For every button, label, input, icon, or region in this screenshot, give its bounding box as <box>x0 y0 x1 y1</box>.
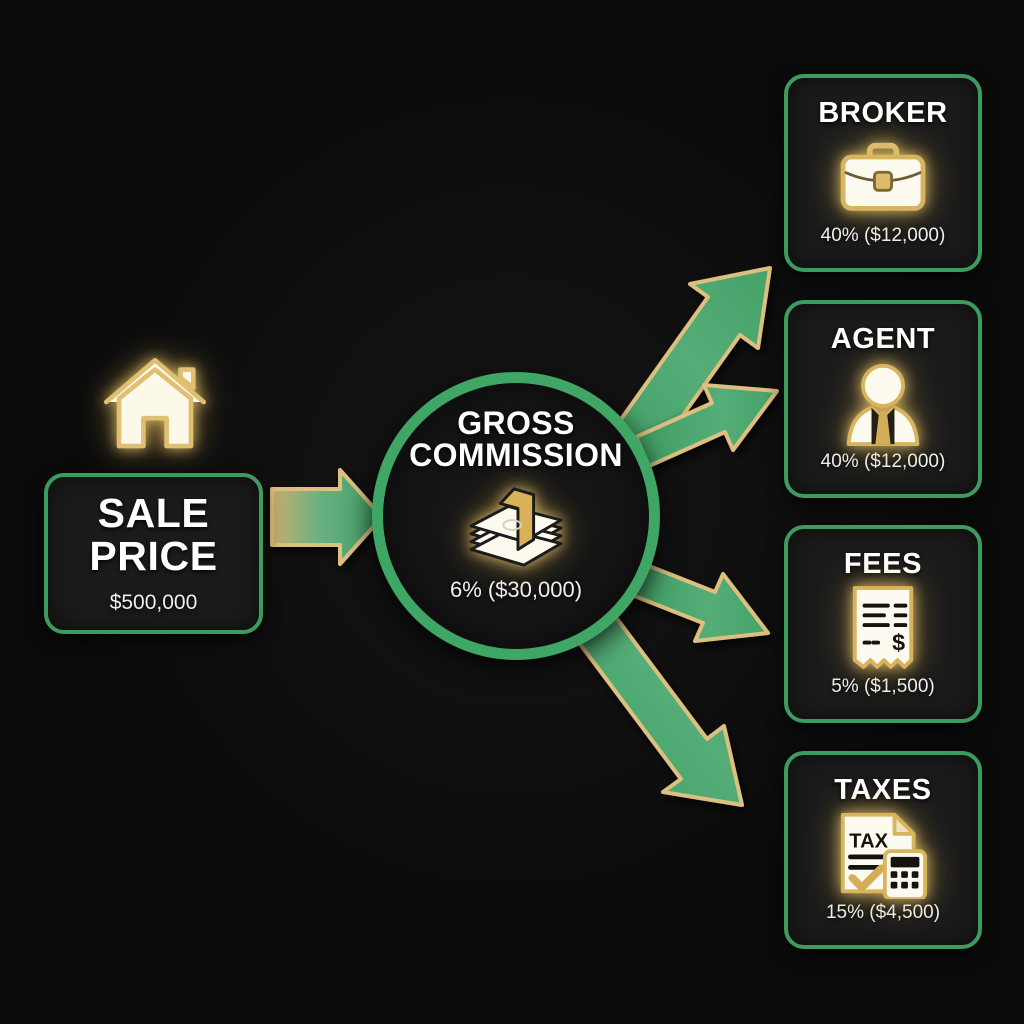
receipt-icon: $ <box>847 582 919 674</box>
business-person-icon <box>837 357 929 449</box>
sale-price-card[interactable]: SALE PRICE $500,000 <box>44 473 263 634</box>
gross-commission-node[interactable]: GROSS COMMISSION 6% ($30,000) <box>372 372 660 660</box>
taxes-card[interactable]: TAXES TAX <box>784 751 982 949</box>
taxes-value: 15% ($4,500) <box>825 901 941 923</box>
taxes-title: TAXES <box>834 774 932 807</box>
arrow-commission-to-fees <box>625 560 770 643</box>
money-stack-icon <box>457 479 575 571</box>
briefcase-icon <box>835 131 931 223</box>
arrow-commission-to-taxes <box>572 594 744 807</box>
sale-price-value: $500,000 <box>109 590 198 614</box>
agent-title: AGENT <box>830 323 936 356</box>
agent-value: 40% ($12,000) <box>820 450 946 472</box>
broker-title: BROKER <box>818 97 948 130</box>
broker-value: 40% ($12,000) <box>820 224 946 246</box>
svg-text:$: $ <box>892 629 905 655</box>
gross-commission-value: 6% ($30,000) <box>449 577 583 602</box>
broker-card[interactable]: BROKER 40% ($12,000) <box>784 74 982 272</box>
tax-doc-label: TAX <box>849 830 888 852</box>
arrow-commission-to-agent <box>634 383 779 468</box>
fees-value: 5% ($1,500) <box>831 675 935 697</box>
arrow-sale-to-commission <box>270 468 384 566</box>
fees-title: FEES <box>843 548 923 581</box>
house-icon <box>103 357 207 449</box>
fees-card[interactable]: FEES $ 5% ($1,500) <box>784 525 982 723</box>
gross-commission-title: GROSS COMMISSION <box>409 405 623 473</box>
agent-card[interactable]: AGENT 40% ($12,000) <box>784 300 982 498</box>
tax-document-icon: TAX <box>835 808 931 900</box>
sale-price-title: SALE PRICE <box>89 490 218 579</box>
